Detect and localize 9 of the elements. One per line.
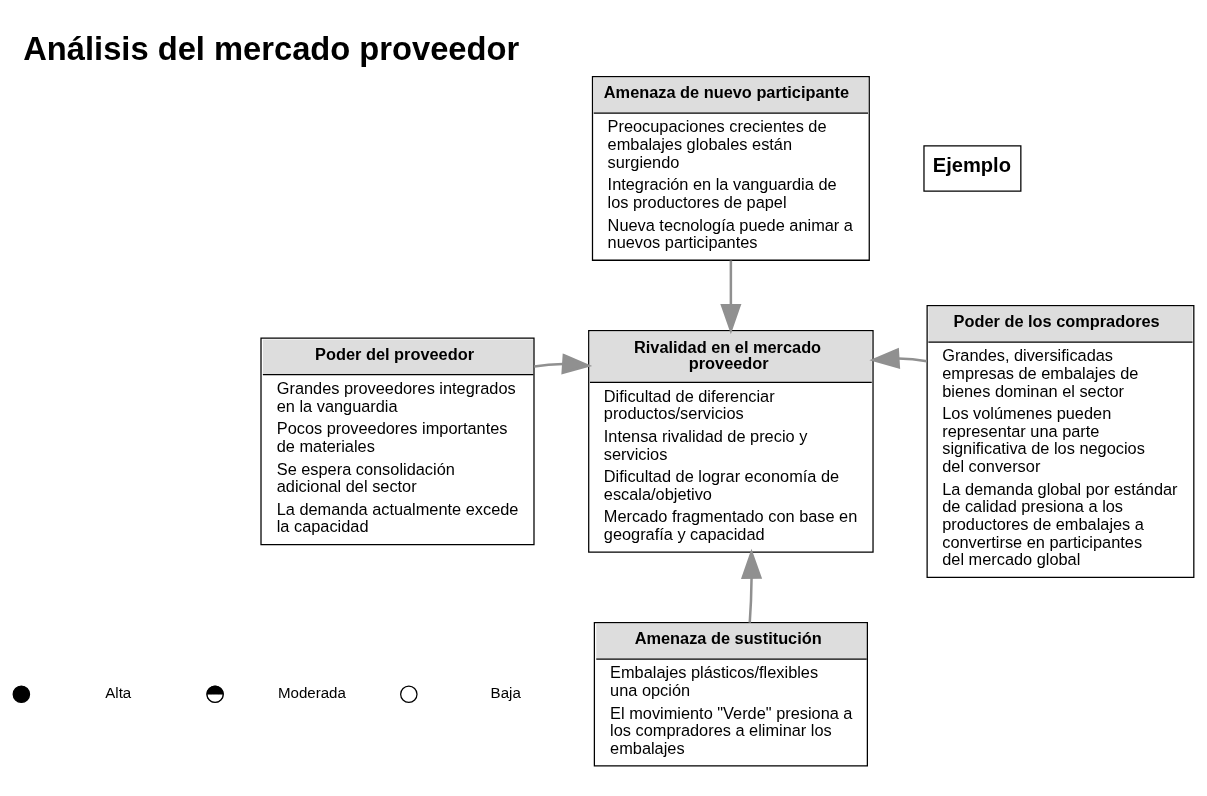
label: Ejemplo: [932, 153, 1011, 176]
legend-label: Alta: [105, 684, 132, 702]
diagram-title: Análisis del mercado proveedor: [23, 29, 520, 67]
arrow: [741, 548, 763, 623]
legend-label: Baja: [490, 684, 521, 702]
legend-label: Moderada: [278, 684, 346, 702]
arrow: [869, 347, 928, 369]
arrow: [720, 260, 742, 335]
arrow: [534, 353, 593, 375]
